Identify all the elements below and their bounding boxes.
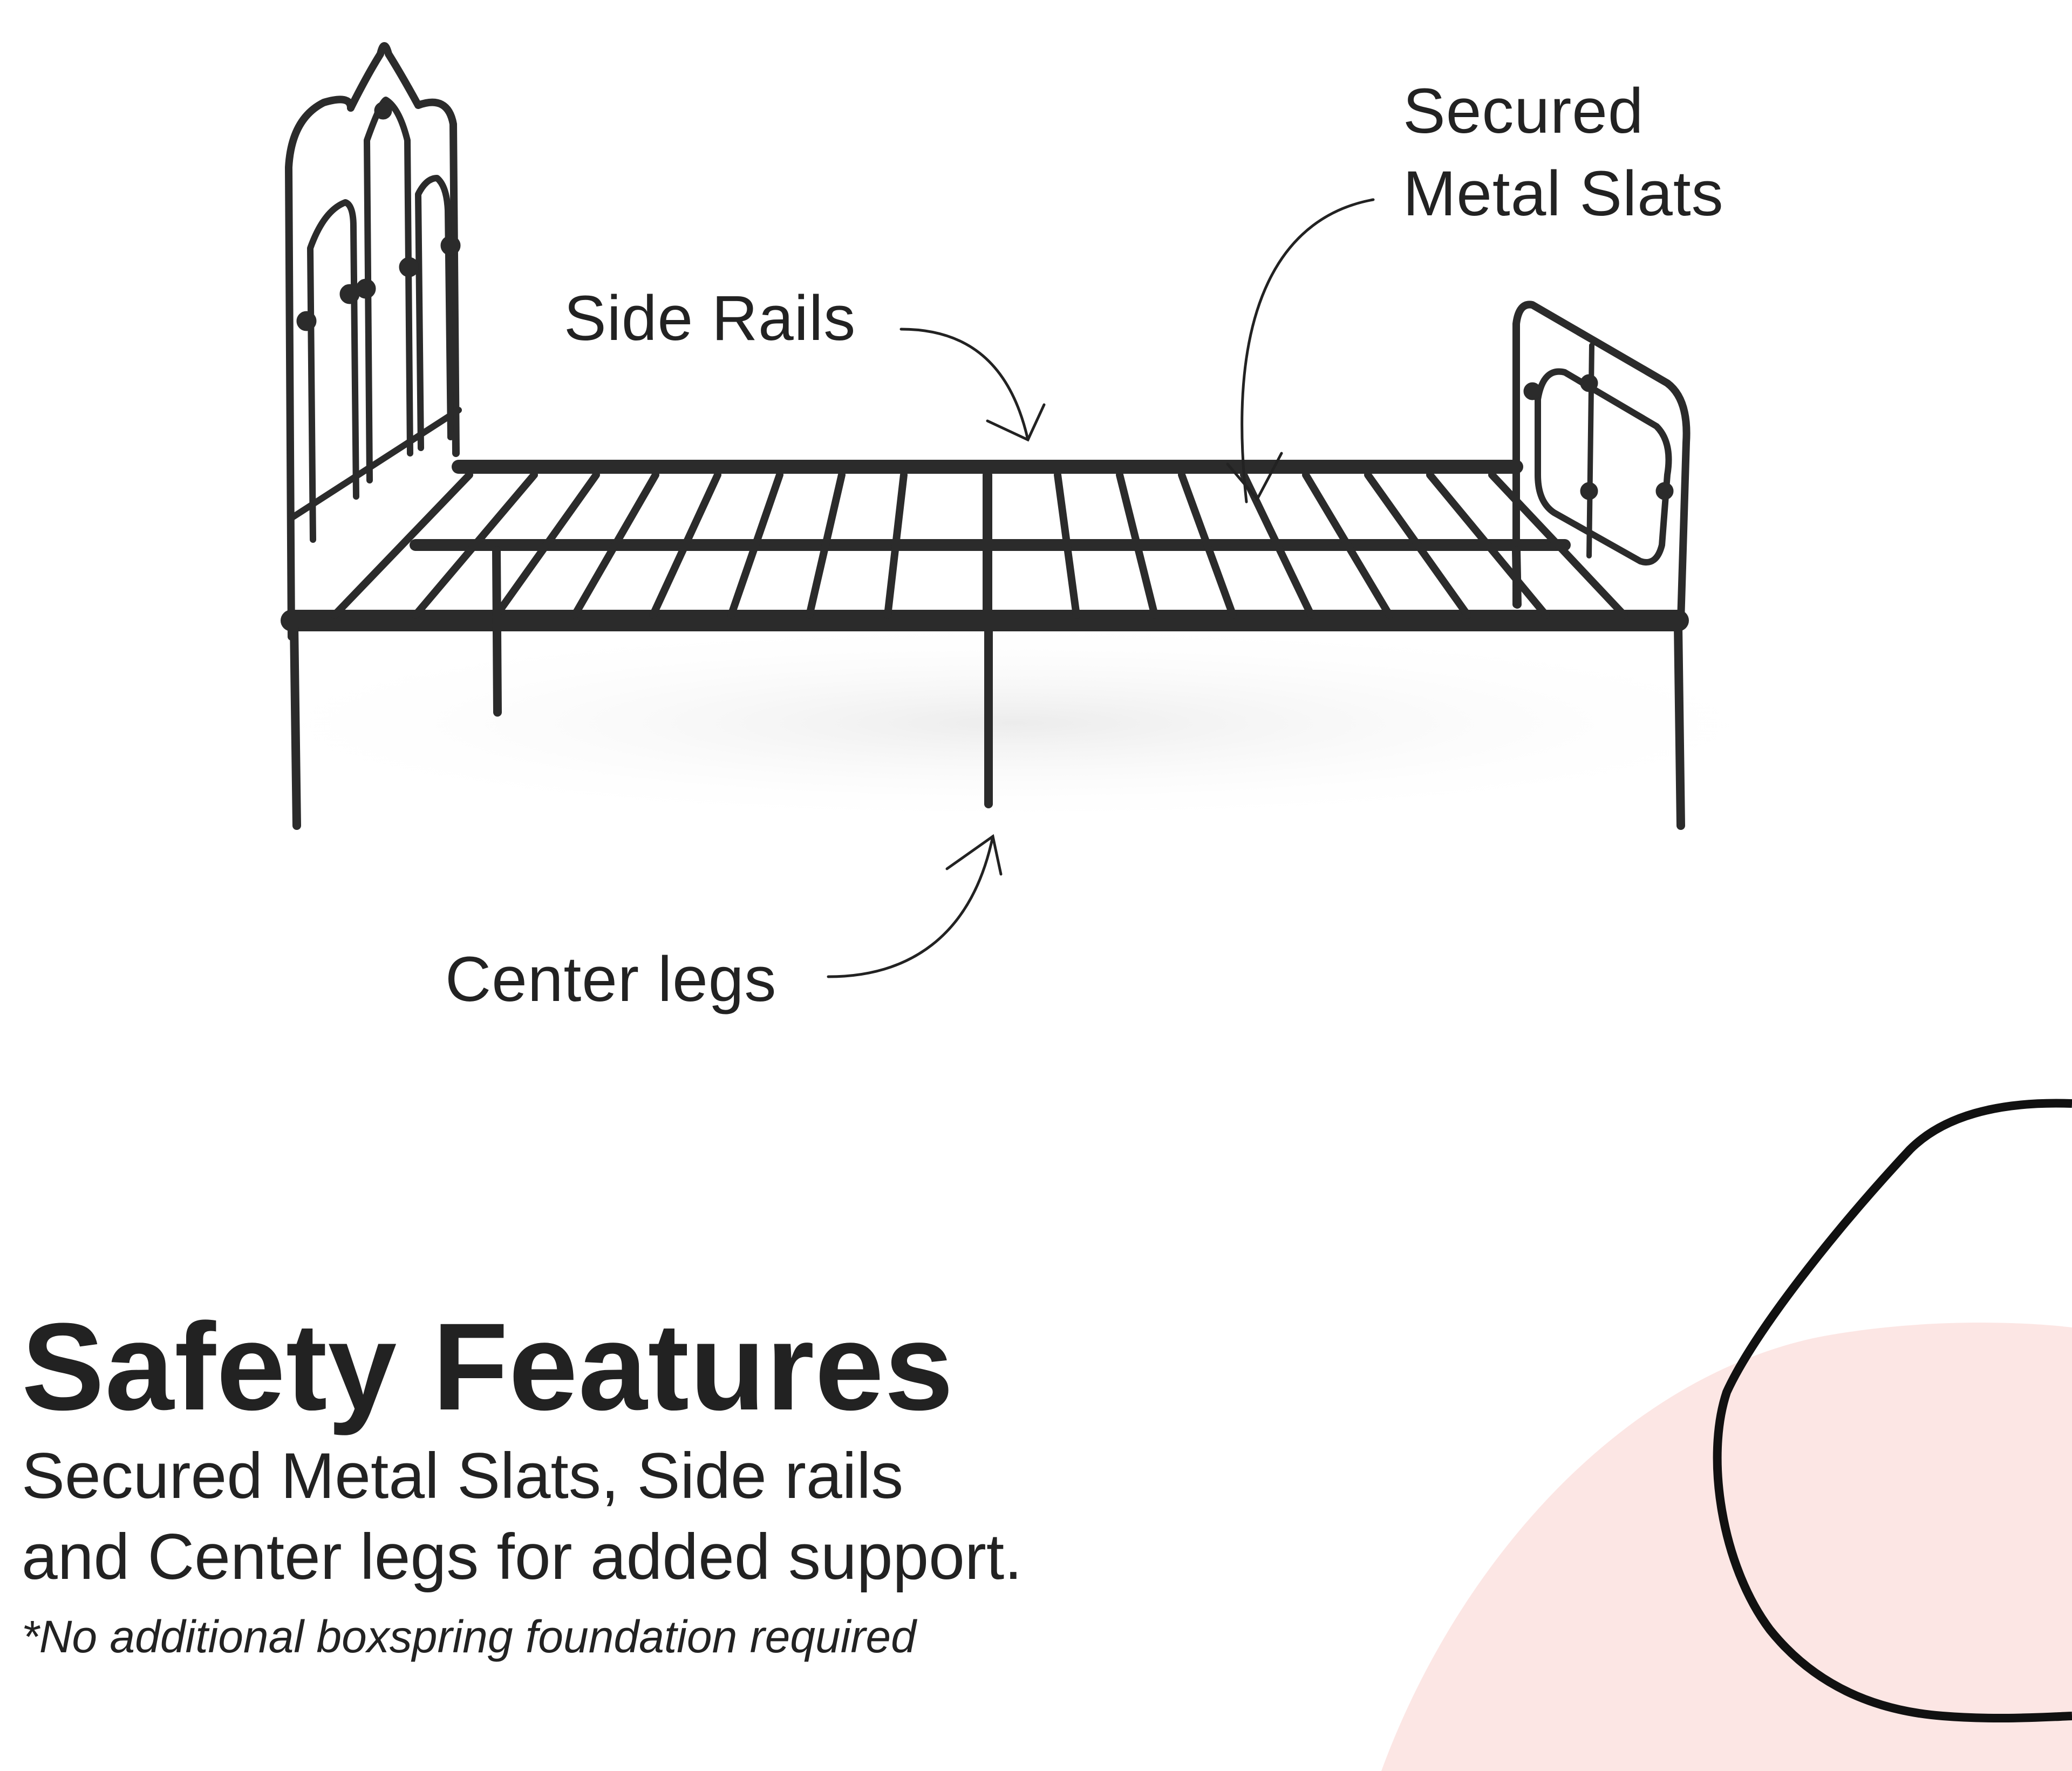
bed-frame: [281, 42, 1691, 830]
floor-shadow: [205, 621, 1824, 826]
metal-slats: [331, 471, 1628, 619]
feature-description-line1: Secured Metal Slats, Side rails: [22, 1440, 904, 1512]
footboard: [1512, 301, 1691, 624]
headboard: [285, 42, 462, 641]
center-legs-callout: Center legs: [445, 944, 777, 1015]
feature-footnote: *No additional boxspring foundation requ…: [22, 1611, 916, 1662]
secured-slats-callout-line1: Secured: [1403, 76, 1644, 147]
outline-blob-decoration: [1713, 1099, 2072, 1723]
bed-legs: [290, 546, 1685, 830]
feature-description-line2: and Center legs for added support.: [22, 1521, 1023, 1593]
secured-slats-callout: Secured Metal Slats: [1403, 70, 1724, 236]
feature-description: Secured Metal Slats, Side rails and Cent…: [22, 1435, 1023, 1597]
hand-drawn-arrow-icon: [827, 834, 1003, 978]
hand-drawn-arrow-icon: [1226, 198, 1375, 503]
secured-slats-callout-line2: Metal Slats: [1403, 158, 1724, 230]
hand-drawn-arrow-icon: [899, 328, 1046, 442]
feature-title: Safety Features: [22, 1297, 954, 1436]
side-rails-callout: Side Rails: [564, 283, 856, 354]
